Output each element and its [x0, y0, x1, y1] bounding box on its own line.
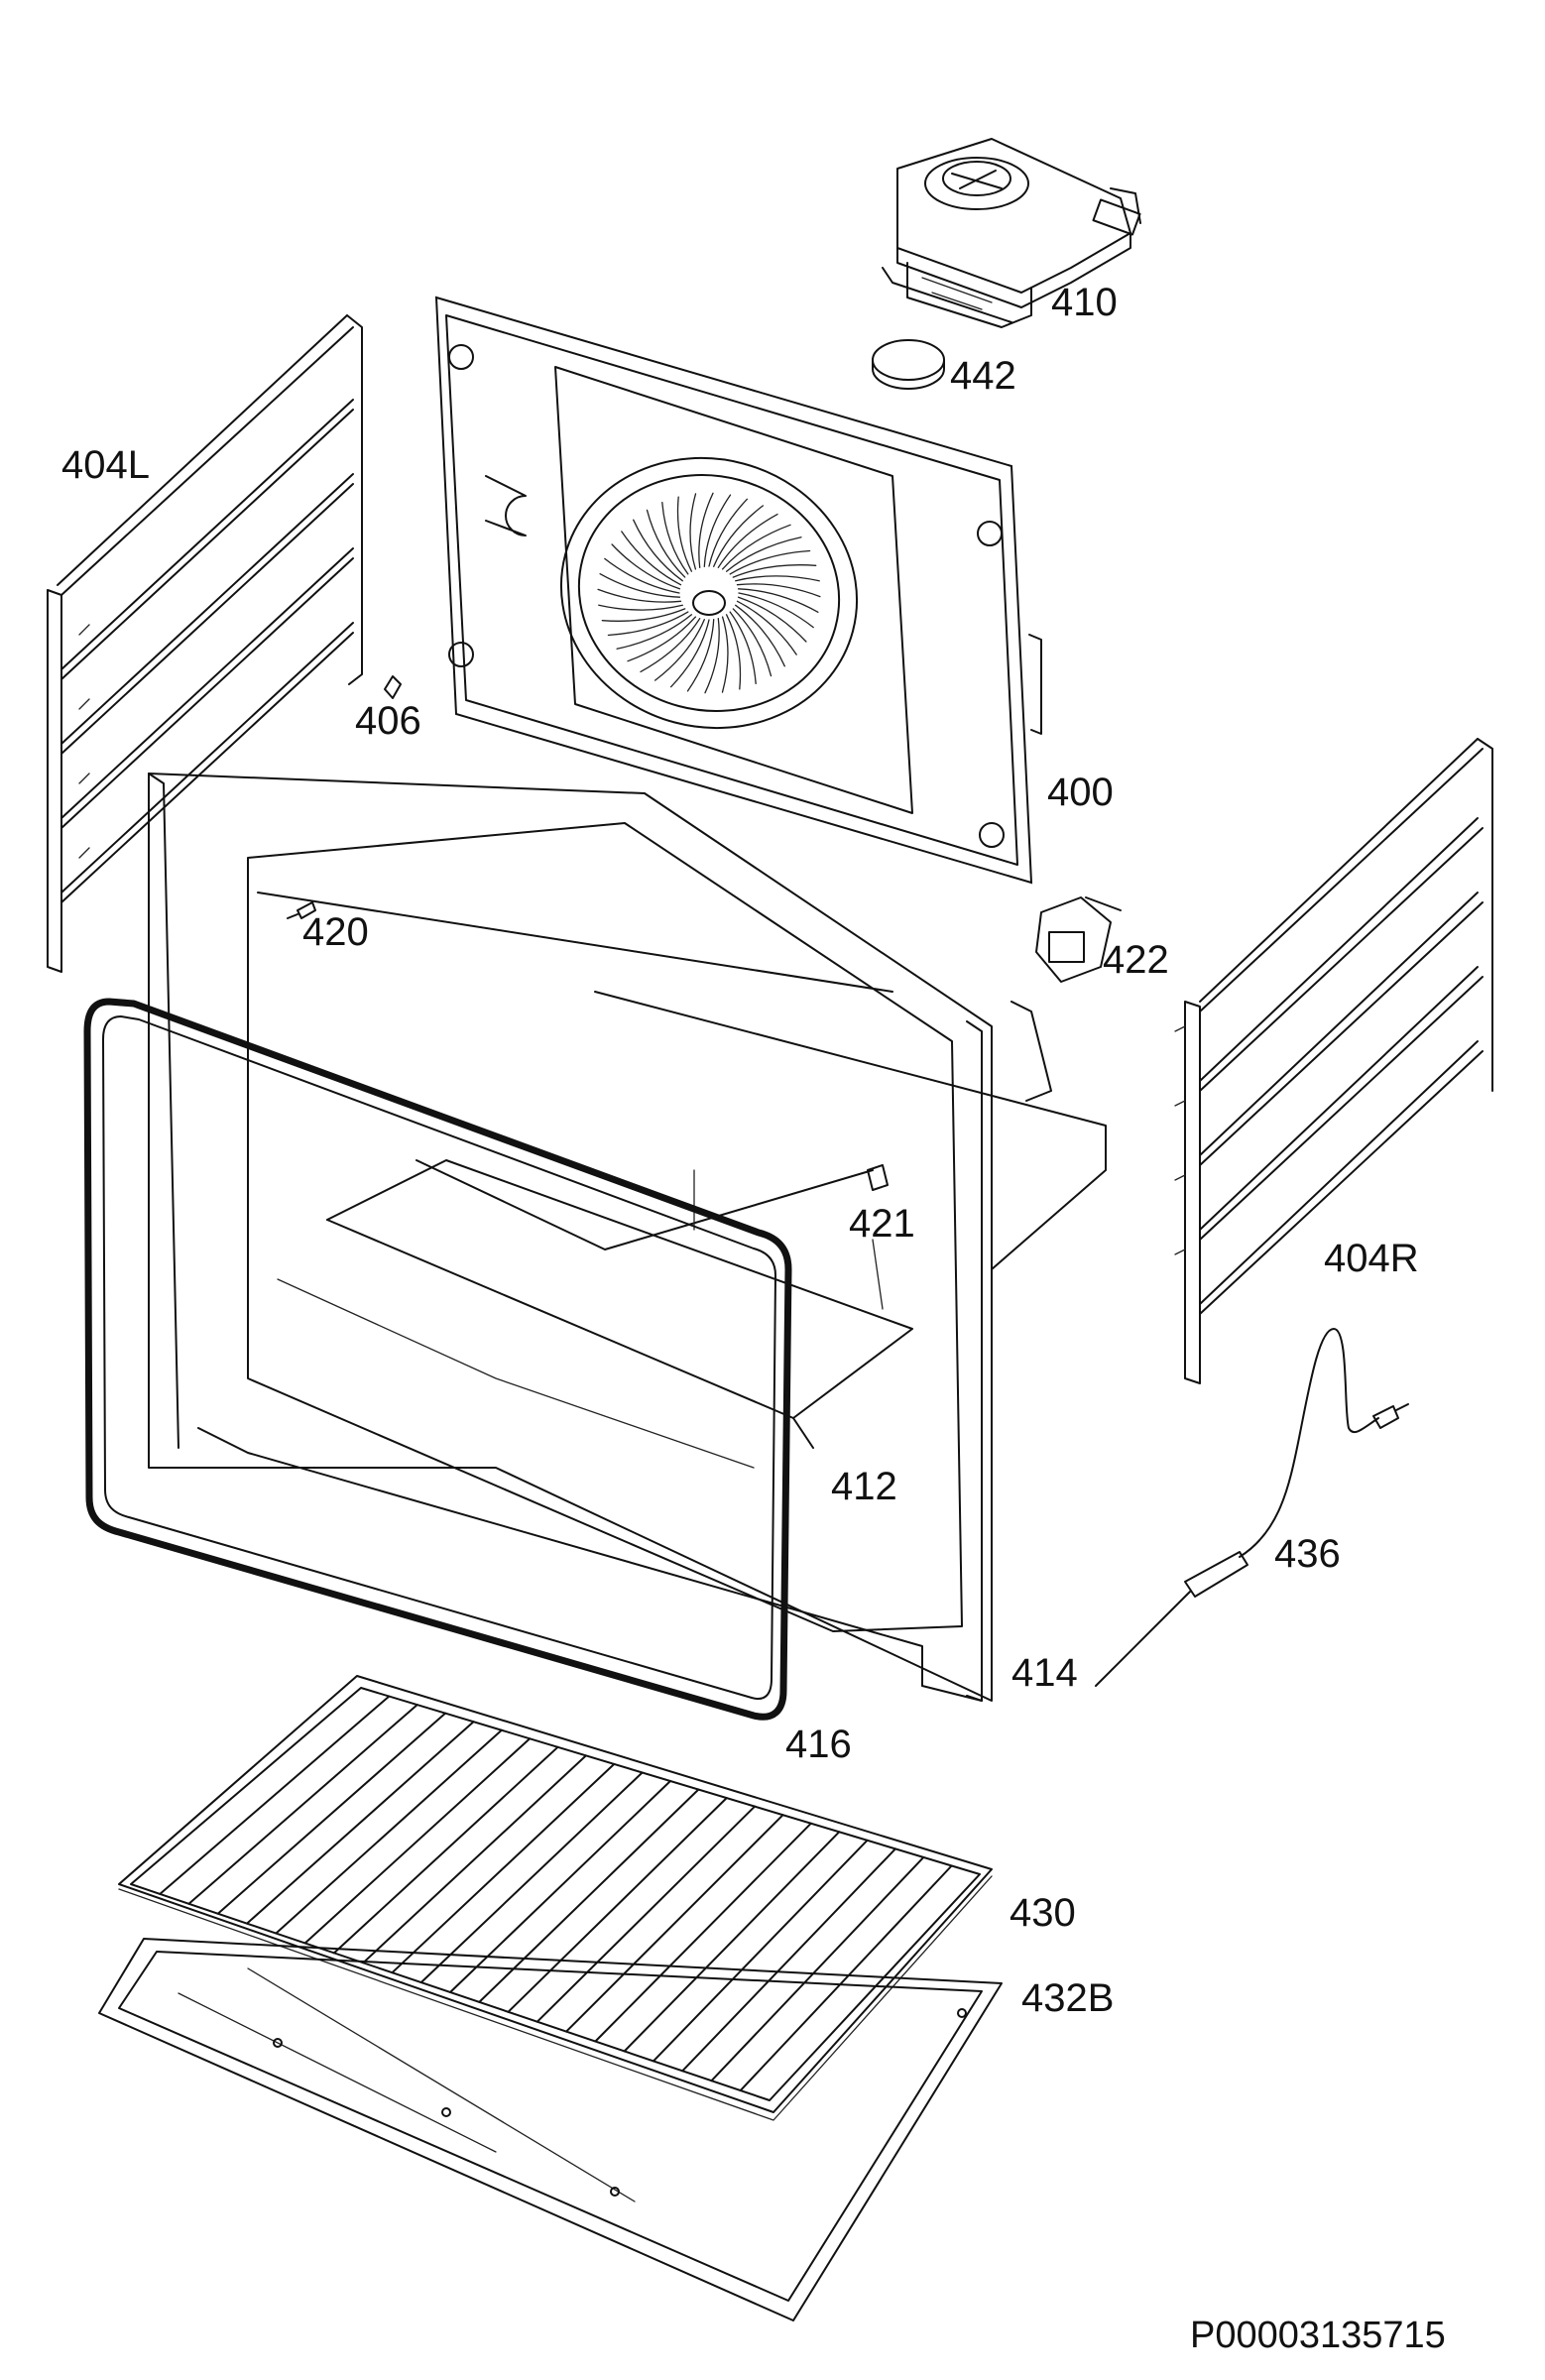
fan-slot	[729, 549, 811, 575]
fan-slot	[736, 583, 821, 598]
shelf-wire	[187, 1704, 418, 1905]
part-432B-baking-tray	[98, 1938, 1003, 2321]
fan-slot	[669, 619, 710, 688]
shelf-wire	[681, 1847, 896, 2073]
fan-slot	[713, 505, 765, 567]
fan-slot	[611, 543, 681, 590]
shelf-wire	[216, 1712, 447, 1915]
fan-slot	[732, 608, 772, 677]
shelf-wire	[303, 1737, 532, 1945]
fan-slot	[708, 498, 749, 567]
label-432B: 432B	[1021, 1976, 1114, 2020]
fan-slot	[738, 592, 814, 629]
fan-slot	[721, 616, 729, 693]
fan-slot	[654, 619, 705, 681]
label-420: 420	[302, 910, 369, 954]
fan-slot	[729, 611, 757, 685]
fan-slot	[725, 614, 742, 690]
fan-slot	[646, 509, 686, 578]
label-430: 430	[1010, 1891, 1076, 1935]
shelf-wire	[565, 1814, 784, 2033]
fan-slot	[735, 575, 820, 582]
shelf-wire	[332, 1745, 559, 1955]
shelf-wire	[391, 1762, 616, 1974]
label-404L: 404L	[61, 443, 150, 487]
fan-slot	[621, 531, 682, 586]
fan-slot	[633, 519, 683, 582]
fan-slot	[737, 596, 807, 643]
shelf-wire	[159, 1695, 391, 1895]
shelf-wire	[594, 1822, 812, 2043]
fan-slot	[698, 492, 714, 568]
fan-slot	[676, 496, 693, 572]
fan-slot	[737, 588, 819, 613]
part-422-lamp-holder	[1035, 896, 1122, 983]
fan-slot	[601, 608, 686, 622]
shelf-wire	[739, 1864, 953, 2092]
shelf-wire	[275, 1728, 503, 1935]
label-414: 414	[1011, 1651, 1078, 1695]
part-412-oven-cavity	[148, 773, 1107, 1702]
fan-cover-slots	[597, 492, 821, 694]
part-400-back-panel	[434, 296, 1042, 885]
fan-slot	[627, 616, 697, 662]
shelf-wire	[419, 1771, 644, 1984]
part-430-wire-shelf	[118, 1675, 993, 2121]
label-421: 421	[849, 1202, 915, 1246]
document-id: P00003135715	[1190, 2315, 1446, 2356]
label-422: 422	[1103, 938, 1169, 982]
fan-slot	[599, 573, 681, 598]
fan-slot	[725, 536, 802, 572]
label-412: 412	[831, 1465, 897, 1508]
part-442-round-cover	[872, 339, 945, 390]
label-406: 406	[355, 699, 421, 743]
fan-slot	[721, 524, 791, 570]
fan-slot	[640, 618, 701, 673]
fan-slot	[607, 611, 689, 637]
fan-slot	[689, 493, 697, 570]
fan-slot	[735, 604, 785, 667]
shelf-wire	[507, 1797, 728, 2013]
label-436: 436	[1274, 1532, 1341, 1576]
fan-slot	[732, 564, 817, 578]
label-400: 400	[1047, 771, 1114, 814]
fan-slot	[661, 501, 689, 575]
label-410: 410	[1051, 281, 1118, 324]
shelf-wire	[623, 1831, 841, 2053]
shelf-wire	[478, 1788, 700, 2003]
part-406-clip	[384, 675, 402, 699]
shelf-wire	[362, 1754, 587, 1964]
shelf-wire	[710, 1855, 925, 2082]
part-416-door-seal	[83, 998, 792, 1721]
label-442: 442	[950, 354, 1016, 398]
shelf-wire	[652, 1839, 869, 2063]
part-404L-left-shelf-rack	[47, 314, 363, 973]
fan-slot	[704, 618, 720, 694]
fan-slot	[598, 604, 683, 611]
part-421-bolt	[867, 1164, 889, 1191]
fan-slot	[736, 600, 797, 655]
part-410-fan-motor	[882, 138, 1141, 328]
part-420-screw	[287, 901, 316, 919]
fan-slot	[703, 494, 732, 567]
label-416: 416	[785, 1723, 852, 1766]
shelf-wire	[246, 1721, 475, 1925]
fan-slot	[616, 614, 693, 650]
fan-slot	[686, 619, 715, 692]
part-436-meat-probe	[1095, 1328, 1409, 1687]
fan-slot	[717, 513, 778, 568]
fan-slot	[604, 557, 680, 594]
label-404R: 404R	[1324, 1237, 1419, 1280]
part-404R-right-shelf-rack	[1174, 738, 1493, 1384]
fan-slot	[597, 588, 682, 603]
part-414-front-frame	[921, 1020, 983, 1702]
shelf-wire	[535, 1805, 757, 2023]
shelf-wires	[159, 1695, 953, 2092]
